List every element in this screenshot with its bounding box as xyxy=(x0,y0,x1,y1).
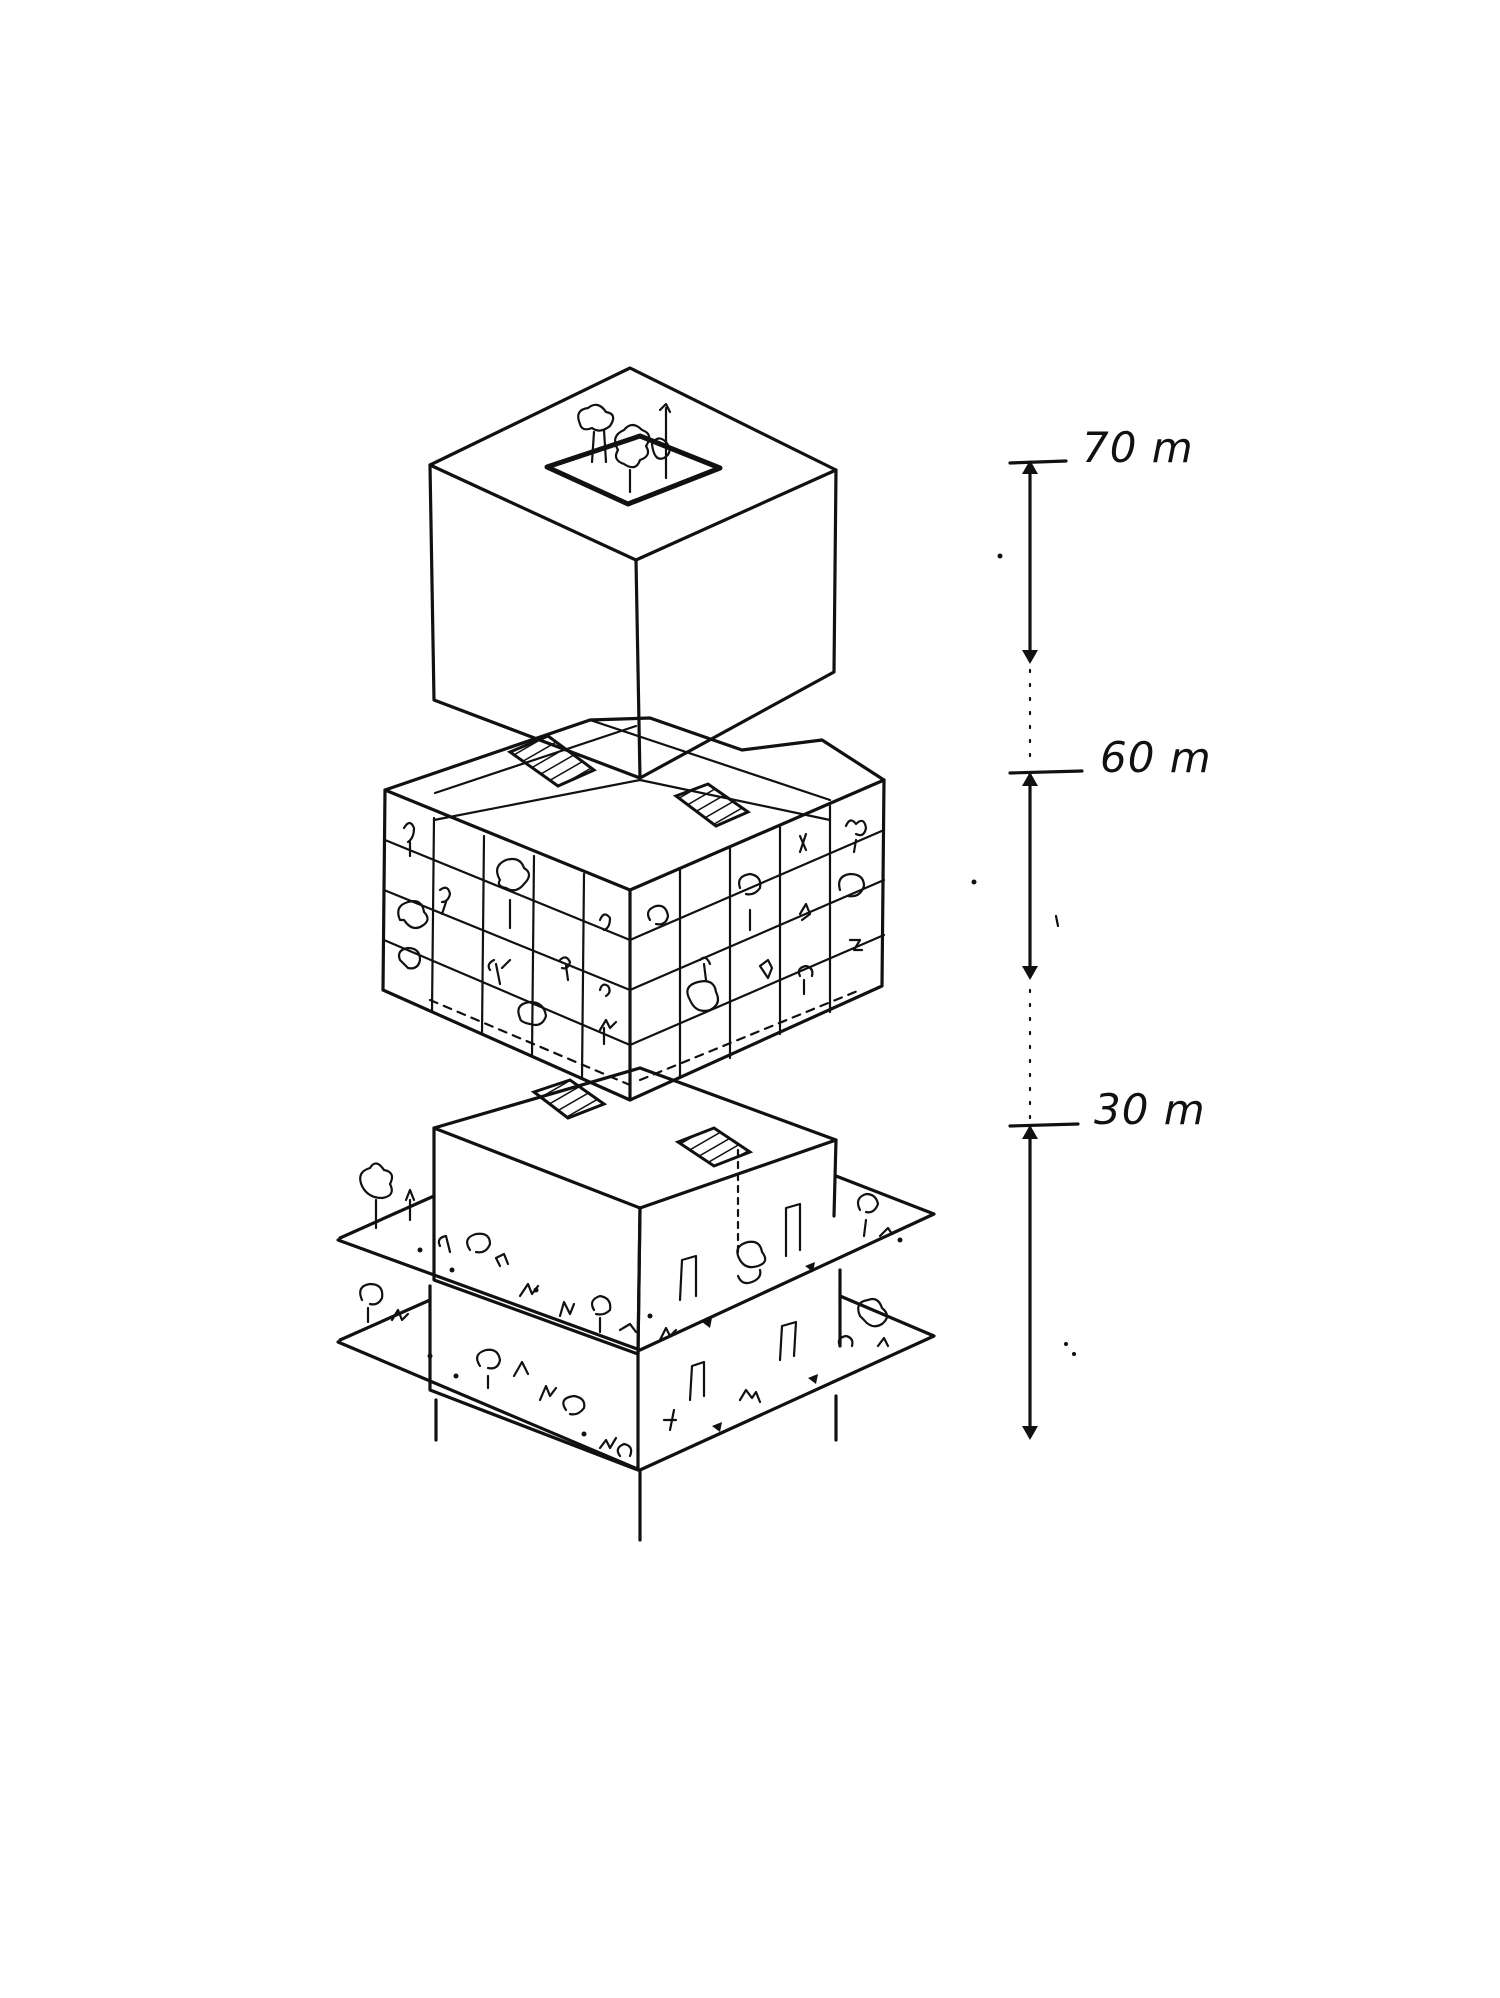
lower-block xyxy=(336,1066,936,1542)
tick-70 xyxy=(1008,459,1068,465)
terrace-upper xyxy=(336,1174,936,1352)
core-shaft-2 xyxy=(672,782,752,828)
core-shaft-4 xyxy=(674,1126,754,1168)
middle-block xyxy=(381,716,886,1102)
facade-vegetation xyxy=(397,819,868,1046)
height-scale: 70 m 60 m 30 m xyxy=(1008,423,1212,1440)
tick-30 xyxy=(1008,1122,1080,1128)
core-shaft-1 xyxy=(506,734,597,788)
terrace-lower xyxy=(336,1294,936,1472)
stray-marks xyxy=(971,553,1076,1356)
terrace-vegetation xyxy=(359,1162,894,1458)
courtyard-trees xyxy=(577,402,672,494)
core-shaft-3 xyxy=(530,1078,608,1120)
tick-60 xyxy=(1008,769,1084,775)
terrace-dots xyxy=(417,1237,903,1437)
height-label-30: 30 m xyxy=(1094,1085,1206,1134)
height-label-70: 70 m xyxy=(1082,423,1194,472)
top-cube xyxy=(428,366,838,780)
height-label-60: 60 m xyxy=(1100,733,1212,782)
roof-courtyard-opening xyxy=(544,433,723,507)
